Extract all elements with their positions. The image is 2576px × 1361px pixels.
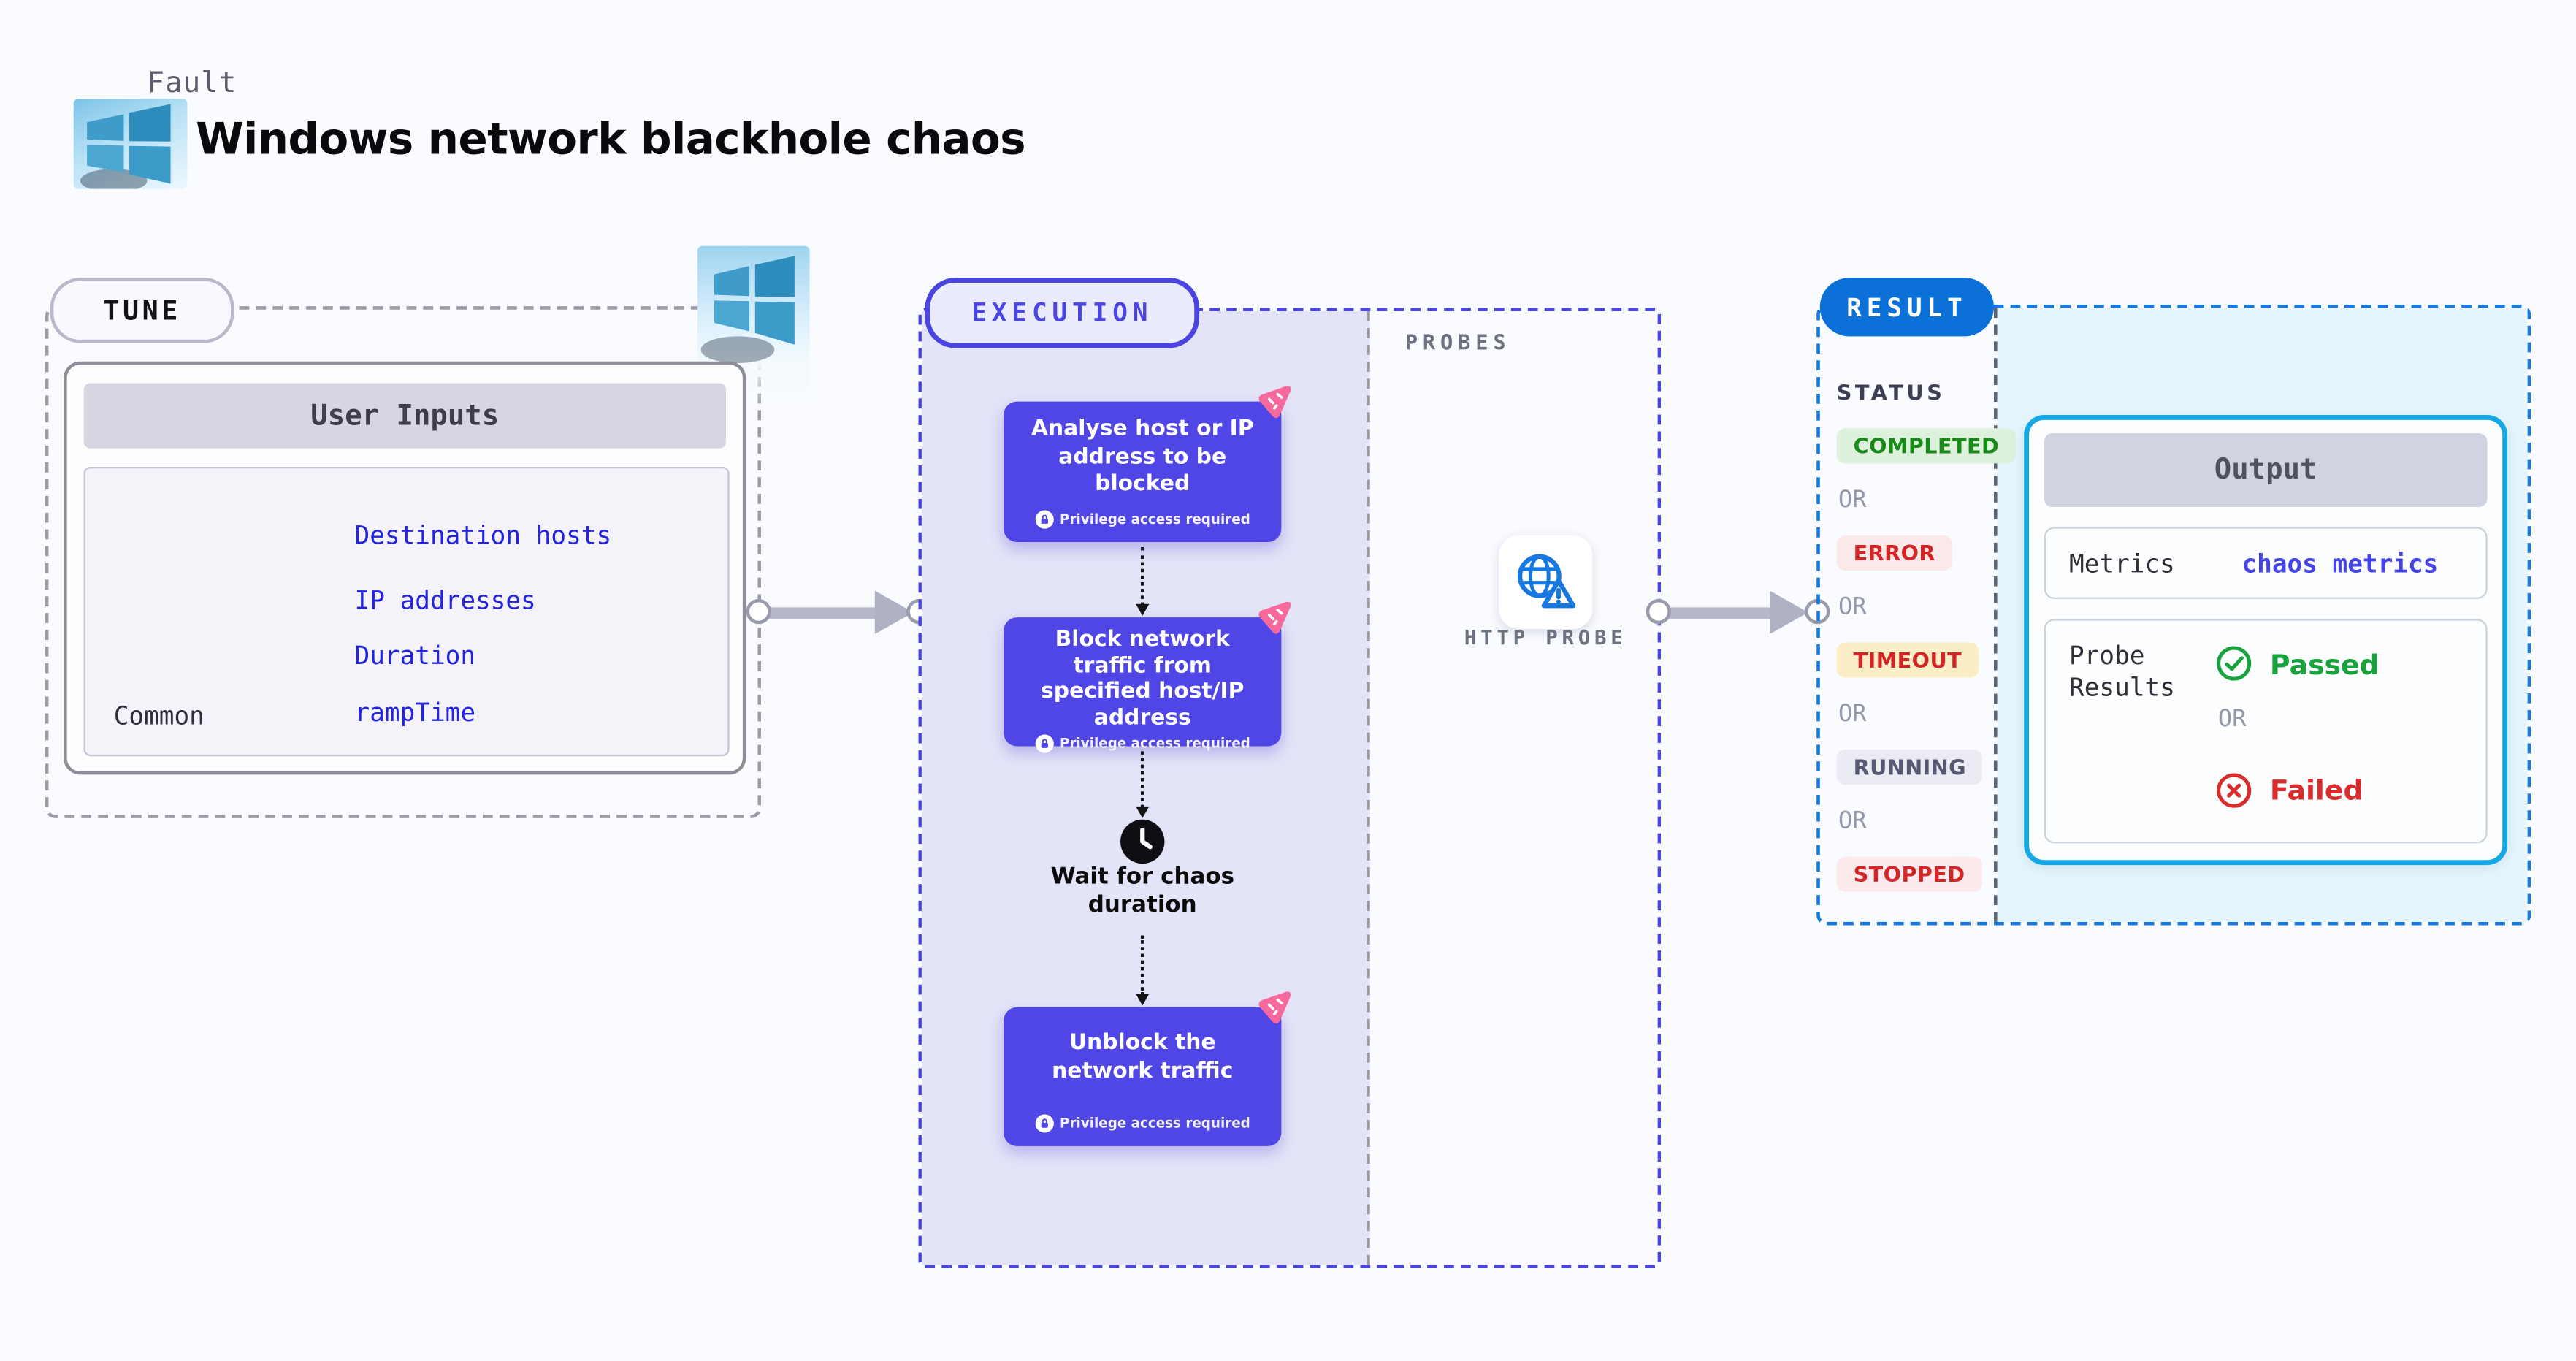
globe-warning-icon: [1517, 554, 1576, 609]
step-card-block-traffic[interactable]: Block network traffic from specified hos…: [1004, 617, 1282, 753]
http-probe-label: HTTP PROBE: [1464, 625, 1627, 649]
flow-arrowhead-icon: [1134, 603, 1149, 616]
or-label: OR: [1838, 808, 1867, 835]
windows-logo-icon: [73, 99, 188, 189]
lock-icon: [1034, 734, 1053, 753]
result-pill: RESULT: [1819, 278, 1994, 337]
http-probe-card[interactable]: [1499, 535, 1593, 630]
chaos-pinwheel-icon: [1258, 991, 1291, 1024]
result-separator: [1993, 308, 1998, 922]
tune-section: [45, 306, 762, 818]
input-link-duration[interactable]: Duration: [354, 641, 476, 671]
clock-icon: [1120, 819, 1165, 864]
user-inputs-panel: Common Destination hosts IP addresses Du…: [83, 466, 730, 757]
metrics-row: Metrics chaos metrics: [2044, 527, 2488, 599]
probe-results-label: Probe Results: [2069, 641, 2175, 703]
lock-icon: [1034, 510, 1053, 529]
or-label: OR: [1838, 701, 1867, 728]
flow-arrowhead-icon: [1134, 994, 1149, 1006]
flow-arrow: [1140, 935, 1144, 996]
connector-line: [1654, 606, 1775, 619]
or-label: OR: [1838, 487, 1867, 514]
flow-arrow: [1140, 546, 1144, 606]
status-badge-timeout: TIMEOUT: [1836, 642, 1979, 678]
check-circle-icon: [2217, 646, 2252, 681]
input-link-destination-hosts[interactable]: Destination hosts: [354, 520, 612, 551]
connector-endpoint: [745, 598, 771, 625]
user-inputs-title: User Inputs: [83, 383, 726, 449]
privilege-note: Privilege access required: [1034, 1114, 1250, 1133]
chaos-pinwheel-icon: [1258, 601, 1291, 634]
step-title: Block network traffic from specified hos…: [1041, 627, 1245, 731]
connector-endpoint: [1645, 598, 1670, 625]
user-inputs-card: User Inputs Common Destination hosts IP …: [64, 361, 746, 775]
probes-label: PROBES: [1404, 329, 1511, 355]
input-link-ramptime[interactable]: rampTime: [354, 698, 476, 728]
flow-arrowhead-icon: [1134, 806, 1149, 818]
x-circle-icon: [2217, 773, 2252, 808]
metrics-label: Metrics: [2069, 548, 2175, 579]
page-title: Windows network blackhole chaos: [195, 115, 1026, 166]
status-badge-completed: COMPLETED: [1836, 428, 2017, 464]
connector-arrowhead-icon: [1770, 590, 1808, 635]
probe-results-row: Probe Results Passed OR Failed: [2044, 619, 2488, 844]
status-badge-running: RUNNING: [1836, 750, 1984, 785]
tune-pill: TUNE: [50, 278, 234, 343]
fault-kicker: Fault: [147, 66, 237, 101]
or-label: OR: [1838, 594, 1867, 621]
input-link-ip-addresses[interactable]: IP addresses: [354, 585, 536, 616]
step-title: Unblock the network traffic: [1052, 1030, 1234, 1083]
metrics-value-link[interactable]: chaos metrics: [2241, 548, 2439, 579]
lock-icon: [1034, 1114, 1053, 1133]
connector-line: [754, 606, 882, 619]
flow-arrow: [1140, 751, 1144, 809]
probes-separator: [1367, 310, 1370, 1265]
step-card-unblock-traffic[interactable]: Unblock the network traffic Privilege ac…: [1004, 1007, 1282, 1146]
status-heading: STATUS: [1836, 379, 1946, 405]
privilege-note: Privilege access required: [1034, 510, 1250, 529]
passed-label: Passed: [2269, 649, 2380, 682]
wait-node-label: Wait for chaos duration: [1050, 863, 1235, 919]
execution-pill: EXECUTION: [925, 278, 1200, 348]
status-badge-error: ERROR: [1836, 535, 1952, 571]
failed-label: Failed: [2269, 774, 2363, 807]
or-label: OR: [2217, 706, 2247, 733]
output-title: Output: [2044, 433, 2488, 507]
chaos-pinwheel-icon: [1258, 386, 1291, 419]
status-badge-stopped: STOPPED: [1836, 856, 1982, 892]
step-card-analyse-host[interactable]: Analyse host or IP address to be blocked…: [1004, 401, 1282, 543]
common-row-label: Common: [113, 701, 205, 731]
output-card: Output Metrics chaos metrics Probe Resul…: [2024, 414, 2508, 866]
step-title: Analyse host or IP address to be blocked: [1031, 416, 1254, 497]
privilege-note: Privilege access required: [1034, 734, 1250, 753]
